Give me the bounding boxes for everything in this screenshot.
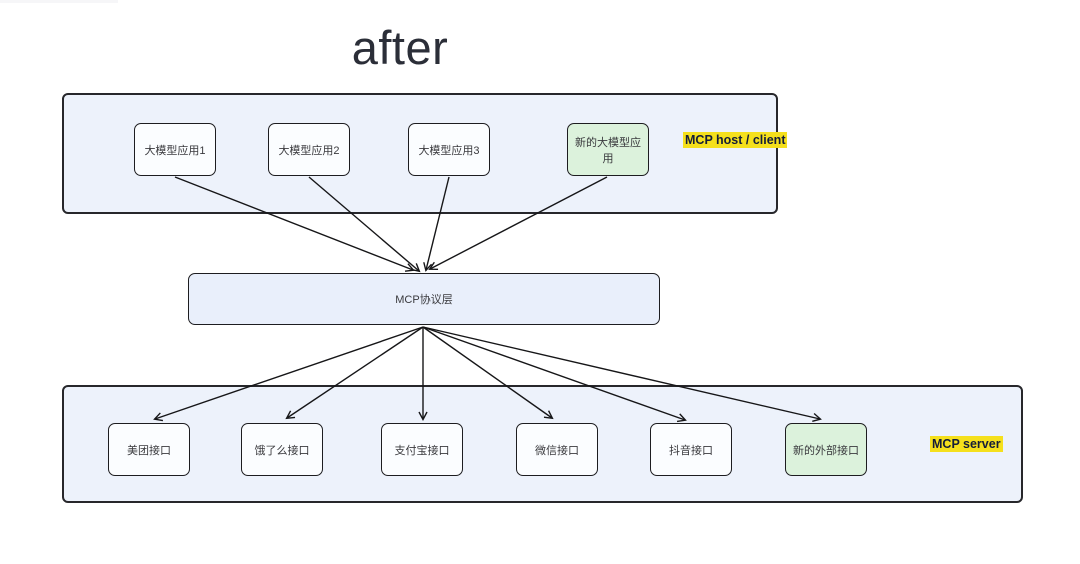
node-llm-app-2: 大模型应用2 (268, 123, 350, 176)
node-llm-app-3: 大模型应用3 (408, 123, 490, 176)
node-meituan-api: 美团接口 (108, 423, 190, 476)
node-label: 抖音接口 (669, 444, 713, 457)
screen-edge-artifact (0, 0, 118, 3)
node-eleme-api: 饿了么接口 (241, 423, 323, 476)
node-douyin-api: 抖音接口 (650, 423, 732, 476)
node-alipay-api: 支付宝接口 (381, 423, 463, 476)
server-tag: MCP server (930, 436, 1003, 452)
node-label: 大模型应用3 (418, 144, 480, 157)
node-label: 饿了么接口 (254, 444, 310, 457)
node-wechat-api: 微信接口 (516, 423, 598, 476)
diagram-title: after (351, 21, 449, 74)
node-label: 新的外部接口 (793, 444, 859, 457)
node-label: 支付宝接口 (394, 444, 450, 457)
host-client-tag: MCP host / client (683, 132, 788, 148)
node-label: 微信接口 (535, 444, 579, 457)
node-label: 美团接口 (127, 444, 171, 457)
node-mcp-protocol-layer: MCP协议层 (188, 273, 660, 325)
node-new-llm-app: 新的大模型应用 (567, 123, 649, 176)
node-label: 新的大模型应用 (575, 136, 641, 165)
node-label: 大模型应用1 (144, 144, 206, 157)
node-new-external-api: 新的外部接口 (785, 423, 867, 476)
node-llm-app-1: 大模型应用1 (134, 123, 216, 176)
node-label: MCP协议层 (395, 294, 453, 306)
node-label: 大模型应用2 (278, 144, 340, 157)
